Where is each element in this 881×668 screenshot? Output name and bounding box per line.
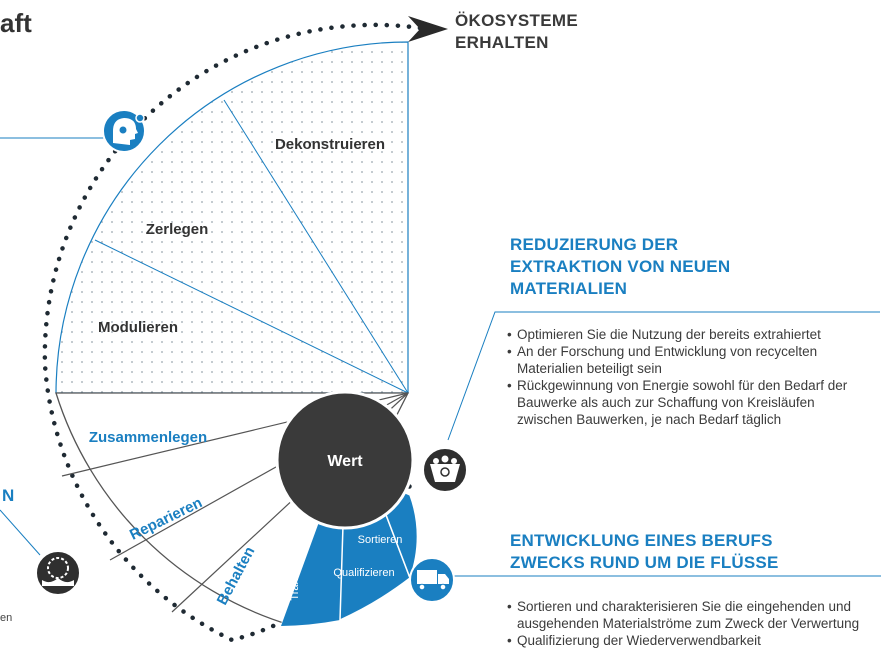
connector-section1 bbox=[447, 311, 880, 441]
label-zusammenlegen: Zusammenlegen bbox=[89, 429, 207, 446]
list-item: Sortieren und charakterisieren Sie die e… bbox=[507, 598, 872, 632]
hands-gear-icon bbox=[35, 550, 81, 596]
recycle-bin-icon bbox=[422, 447, 468, 493]
goal-label-ecosystems: ÖKOSYSTEME ERHALTEN bbox=[455, 10, 578, 54]
left-heading-fragment: N bbox=[2, 486, 15, 505]
section1-heading-line: EXTRAKTION VON NEUEN bbox=[510, 257, 731, 276]
divider-1 bbox=[223, 99, 409, 394]
dotted-cycle-arc bbox=[42, 22, 423, 643]
label-qualifizieren: Qualifizieren bbox=[333, 567, 394, 579]
section1-heading-line: REDUZIERUNG DER bbox=[510, 235, 679, 254]
left-text-fragment: en bbox=[0, 612, 13, 624]
section2-heading-line: ZWECKS RUND UM DIE FLÜSSE bbox=[510, 553, 779, 572]
label-dekonstruieren: Dekonstruieren bbox=[275, 136, 385, 153]
list-item: Rückgewinnung von Energie sowohl für den… bbox=[507, 377, 852, 428]
page-title-fragment: aft bbox=[0, 8, 32, 38]
list-item: Optimieren Sie die Nutzung der bereits e… bbox=[507, 326, 852, 343]
head-gears-icon bbox=[102, 109, 146, 153]
section1-bullet-list: Optimieren Sie die Nutzung der bereits e… bbox=[507, 326, 852, 428]
upper-quadrant bbox=[55, 41, 409, 394]
section2-heading-line: ENTWICKLUNG EINES BERUFS bbox=[510, 531, 773, 550]
label-modulieren: Modulieren bbox=[98, 319, 178, 336]
label-zerlegen: Zerlegen bbox=[146, 221, 209, 238]
center-circle bbox=[275, 390, 415, 530]
section2-heading: ENTWICKLUNG EINES BERUFS ZWECKS RUND UM … bbox=[510, 530, 779, 574]
goal-line-2: ERHALTEN bbox=[455, 33, 549, 52]
connector-left-bottom bbox=[0, 509, 41, 556]
label-transportieren: Transportieren bbox=[289, 529, 301, 600]
label-wert: Wert bbox=[327, 453, 363, 470]
truck-icon bbox=[409, 557, 455, 603]
divider-2 bbox=[94, 239, 409, 394]
goal-line-1: ÖKOSYSTEME bbox=[455, 11, 578, 30]
section1-heading: REDUZIERUNG DER EXTRAKTION VON NEUEN MAT… bbox=[510, 234, 730, 300]
label-sortieren: Sortieren bbox=[358, 534, 403, 546]
list-item: An der Forschung und Entwicklung von rec… bbox=[507, 343, 852, 377]
list-item: Qualifizierung der Wiederverwendbarkeit bbox=[507, 632, 872, 649]
section2-bullet-list: Sortieren und charakterisieren Sie die e… bbox=[507, 598, 872, 649]
section1-heading-line: MATERIALIEN bbox=[510, 279, 628, 298]
arrow-head-icon bbox=[408, 16, 448, 42]
